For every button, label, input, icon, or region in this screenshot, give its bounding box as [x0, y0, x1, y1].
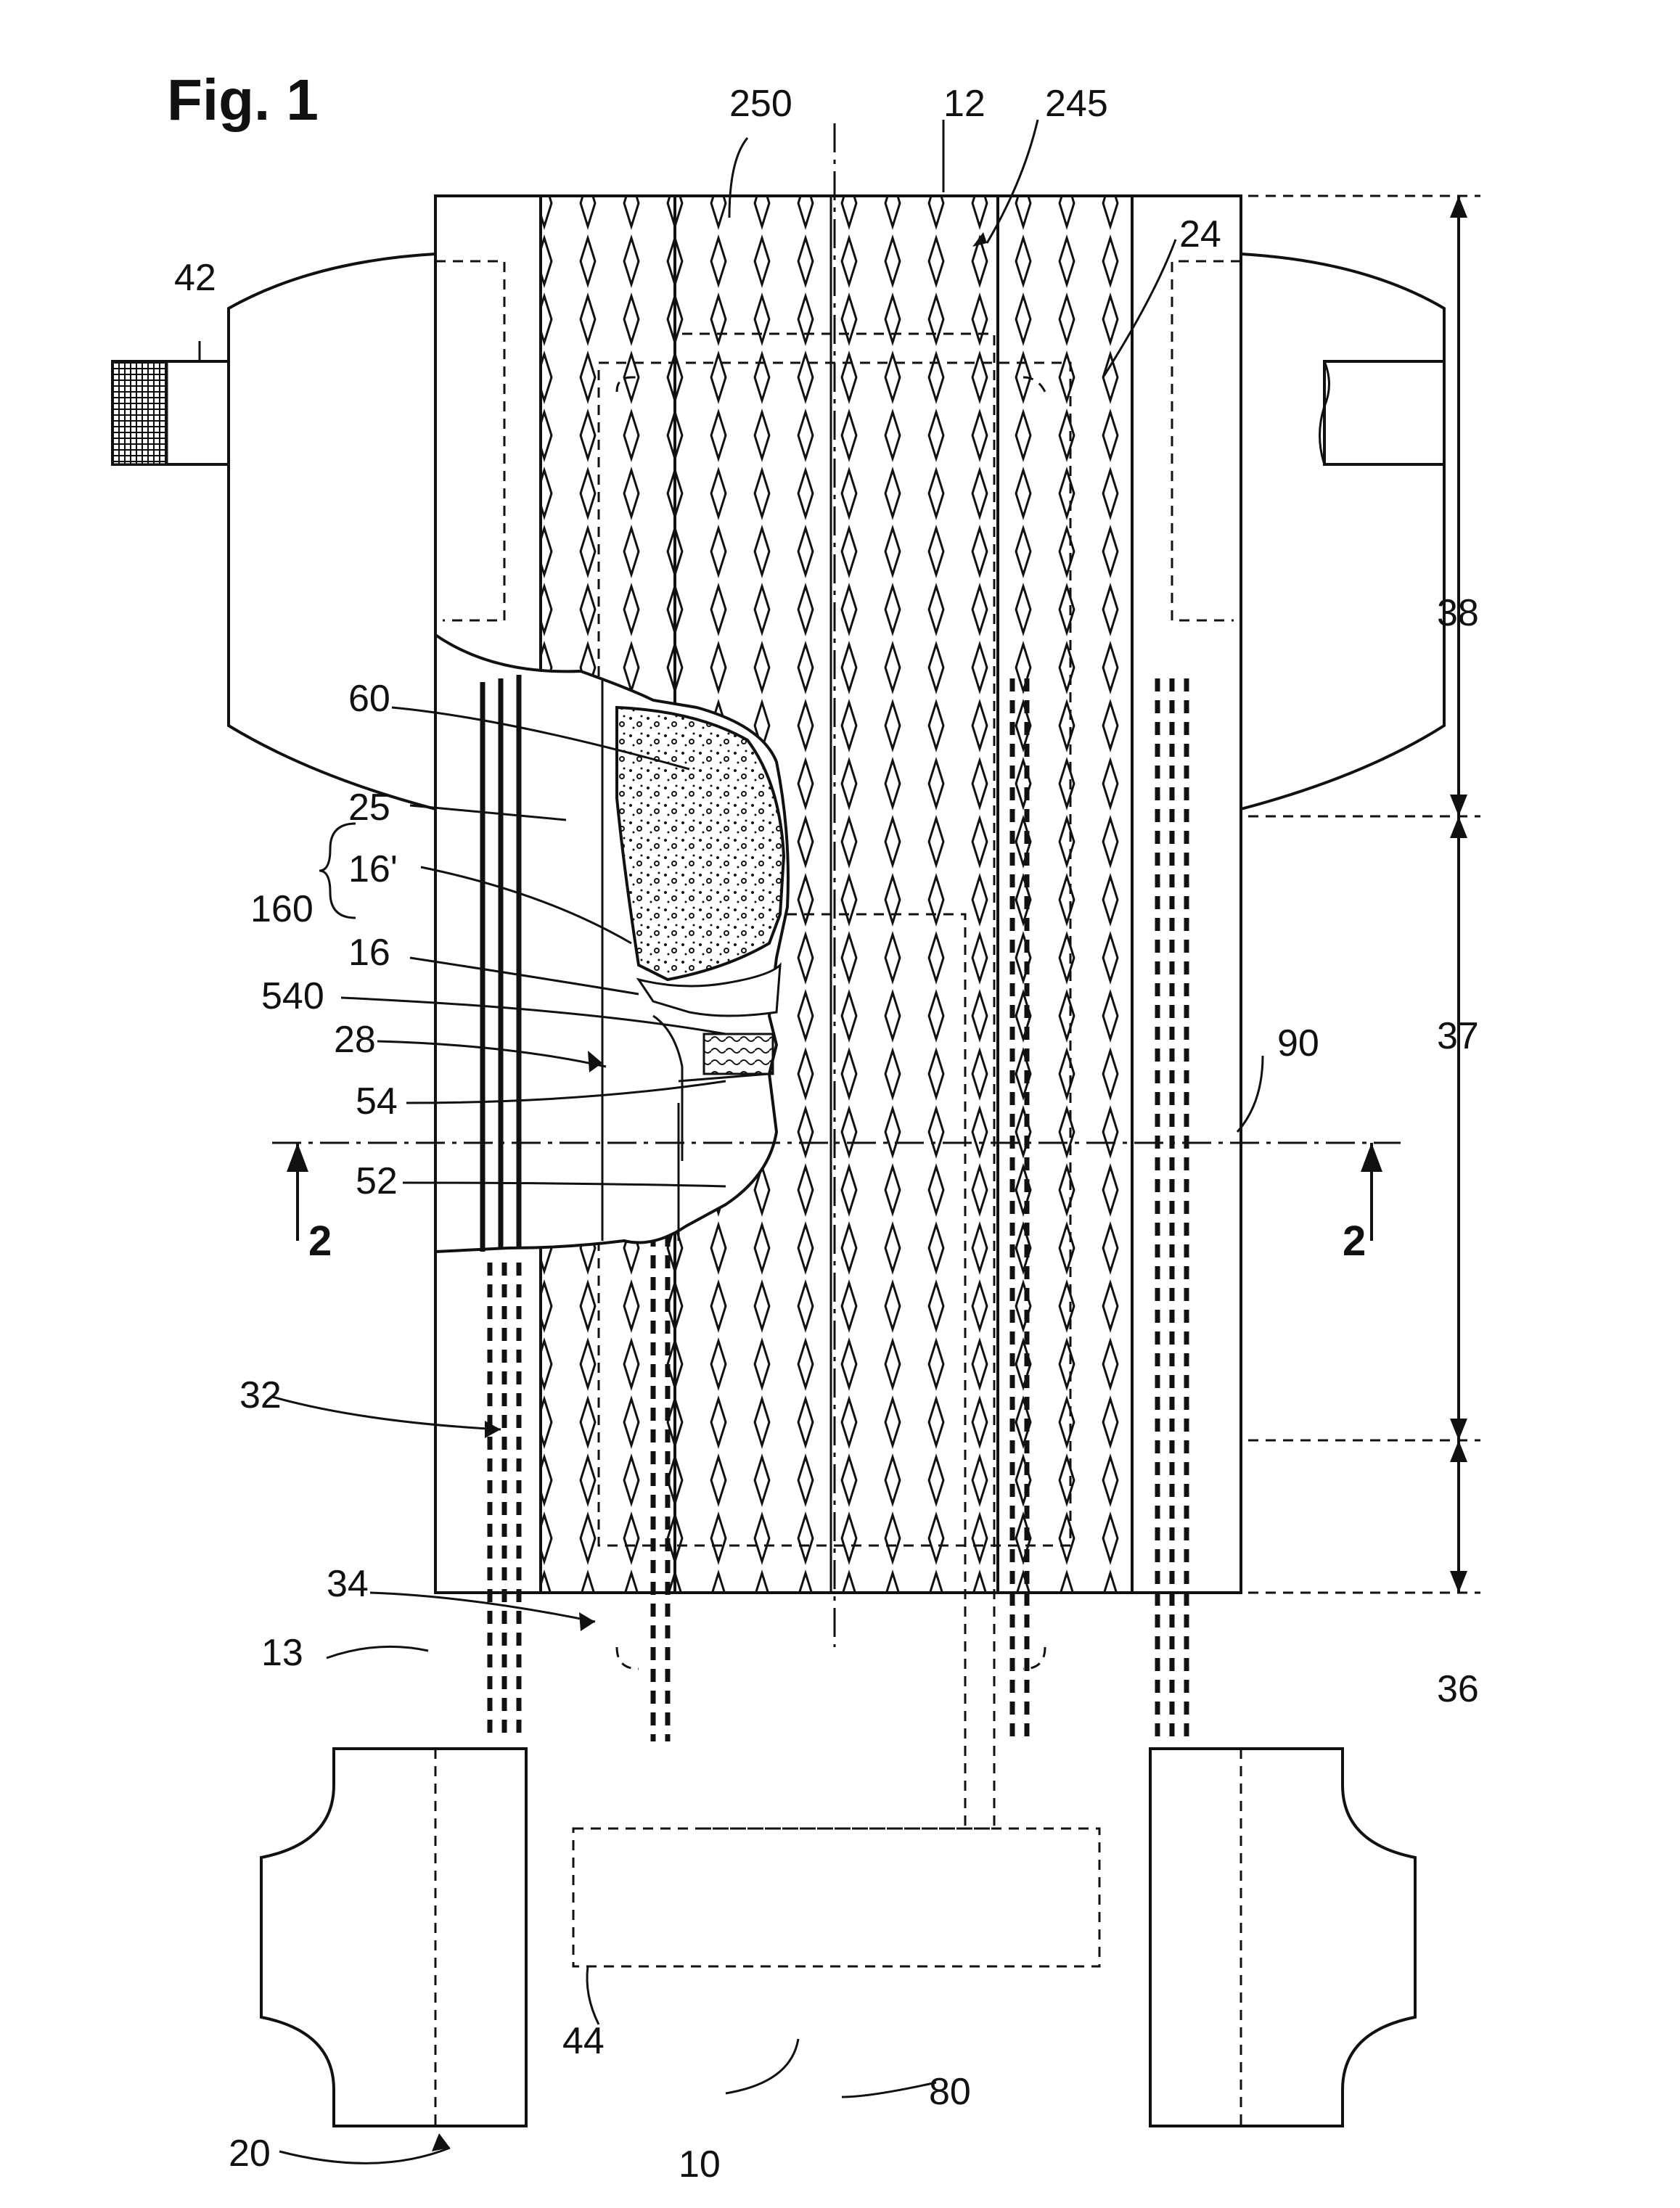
label-54: 54: [356, 1080, 398, 1123]
leader-arrow-34: [579, 1612, 595, 1631]
label-13: 13: [261, 1632, 303, 1674]
label-245: 245: [1045, 83, 1108, 125]
section-arrow-right-head: [1361, 1143, 1382, 1172]
back-left-ear: [261, 1749, 526, 2126]
label-38: 38: [1437, 592, 1479, 634]
section-marker-left: 2: [308, 1218, 332, 1265]
back-right-ear: [1150, 1749, 1415, 2126]
label-34: 34: [327, 1563, 369, 1605]
dim-arrow-36-top: [1450, 1440, 1467, 1462]
label-16: 16: [348, 932, 390, 974]
label-540: 540: [261, 975, 324, 1017]
label-42: 42: [174, 257, 216, 299]
label-60: 60: [348, 678, 390, 720]
label-52: 52: [356, 1160, 398, 1202]
tape-tab-right: [1324, 361, 1444, 464]
front-right-ear: [1241, 254, 1444, 809]
core-corner-bl: [617, 1647, 639, 1669]
dim-arrow-38-bottom: [1450, 795, 1467, 816]
label-25: 25: [348, 787, 390, 829]
label-250: 250: [729, 83, 792, 125]
dim-arrow-bottom: [1450, 1571, 1467, 1593]
label-37: 37: [1437, 1015, 1479, 1057]
label-160: 160: [250, 888, 314, 930]
label-32: 32: [239, 1374, 282, 1416]
core-material-54: [704, 1034, 773, 1074]
label-80: 80: [929, 2071, 971, 2113]
dim-arrow-top: [1450, 196, 1467, 218]
figure-title: Fig. 1: [167, 67, 319, 132]
label-36: 36: [1437, 1668, 1479, 1710]
dim-arrow-37-top: [1450, 816, 1467, 838]
front-left-ear: [229, 254, 435, 809]
label-28: 28: [334, 1019, 376, 1061]
label-12: 12: [943, 83, 986, 125]
section-arrow-left-head: [287, 1143, 308, 1172]
label-16-prime: 16': [348, 848, 398, 890]
dim-arrow-37-bottom: [1450, 1419, 1467, 1440]
fastener-hook-patch: [112, 361, 167, 464]
label-44: 44: [562, 2020, 605, 2062]
rear-region-dashed: [573, 1829, 1099, 1966]
label-90: 90: [1277, 1022, 1319, 1064]
label-20: 20: [229, 2133, 271, 2175]
label-10: 10: [679, 2143, 721, 2186]
section-marker-right: 2: [1343, 1218, 1366, 1265]
label-24: 24: [1179, 213, 1221, 255]
